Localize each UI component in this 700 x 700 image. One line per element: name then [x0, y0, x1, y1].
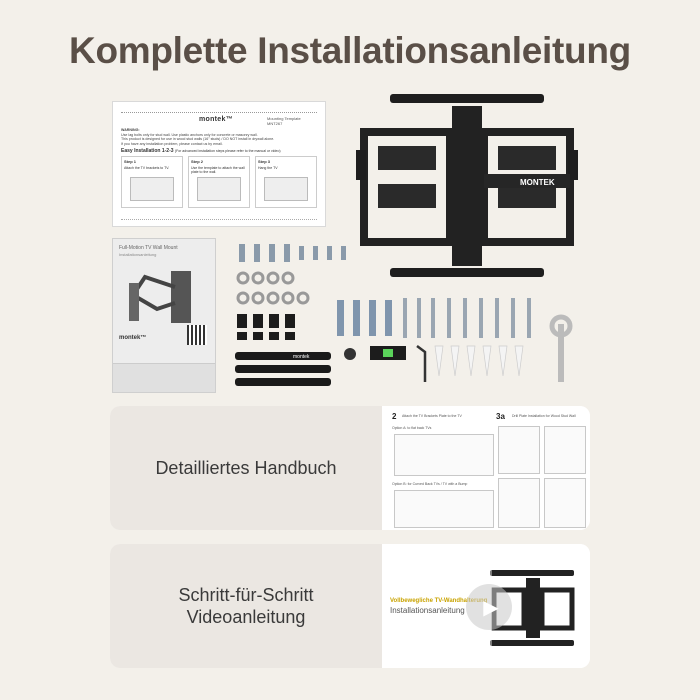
easy-heading: Easy Installation 1-2-3 — [121, 148, 174, 154]
step-text: Use the template to attach the wall plat… — [191, 166, 245, 174]
step-illustration — [264, 177, 308, 201]
manual-logo: montek™ — [119, 335, 147, 341]
diagram-option-a: Option A: to flat back TVs — [392, 426, 432, 430]
manual-feature-card: Detailliertes Handbuch 2 Attach the TV B… — [110, 406, 590, 530]
video-feature-label: Schritt-für-Schritt Videoanleitung — [178, 584, 313, 628]
manual-feature-label-panel: Detailliertes Handbuch — [110, 406, 382, 530]
video-feature-label-line1: Schritt-für-Schritt — [178, 585, 314, 605]
diagram-step-3-figure-1 — [498, 426, 540, 474]
template-label: Mounting Template — [267, 116, 301, 121]
manual-feature-label: Detailliertes Handbuch — [155, 458, 337, 478]
bracket-logo: MONTEK — [520, 178, 555, 187]
manual-title: Full-Motion TV Wall Mount — [119, 245, 178, 251]
page-title: Komplette Installationsanleitung — [69, 30, 631, 71]
video-feature-card: Schritt-für-Schritt Videoanleitung Vollb… — [110, 544, 590, 668]
diagram-step-3-figure-4 — [544, 478, 586, 528]
template-logo: montek™ — [199, 116, 233, 123]
mounting-template-sheet: montek™ Mounting Template MNT267 WARNING… — [112, 101, 326, 227]
tv-mount-bracket: MONTEK — [356, 94, 578, 277]
video-title: Vollbewegliche TV-Wandhalterung — [390, 598, 488, 604]
diagram-step-3-caption: Drill Plate Installation for Wood Stud W… — [512, 414, 576, 418]
template-ruler — [121, 112, 317, 117]
step-illustration — [130, 177, 174, 201]
template-step-1: Step 1 Attach the TV brackets to TV. — [121, 156, 183, 208]
diagram-step-2-caption: Attach the TV Brackets Plate to the TV — [402, 414, 462, 418]
diagram-step-2-figure-a — [394, 434, 494, 476]
play-icon: ▶ — [483, 596, 499, 619]
video-feature-label-line2: Videoanleitung — [186, 607, 306, 627]
diagram-step-2-figure-b — [394, 490, 494, 528]
easy-note: (For advanced installation steps please … — [174, 149, 281, 153]
template-bottom-ruler — [121, 219, 317, 220]
template-code: MNT267 — [267, 121, 283, 126]
strap-label: montek — [293, 354, 310, 360]
manual-footer — [113, 363, 215, 392]
hardware-kit: montek — [235, 244, 573, 386]
warning-heading: WARNING: — [121, 128, 140, 132]
step-illustration — [197, 177, 241, 201]
diagram-step-3-figure-3 — [498, 478, 540, 528]
step-text: Attach the TV brackets to TV. — [124, 166, 170, 170]
step-text: Hang the TV — [258, 166, 278, 170]
manual-subtitle: Installationsanleitung — [119, 252, 157, 257]
step-label: Step 2 — [191, 159, 204, 164]
diagram-step-3-figure-2 — [544, 426, 586, 474]
manual-mount-illustration — [129, 271, 191, 323]
warning-line: If you have any installation problem, pl… — [121, 141, 223, 146]
easy-installation-heading: Easy Installation 1-2-3 (For advanced in… — [121, 148, 281, 154]
manual-diagram-panel: 2 Attach the TV Brackets Plate to the TV… — [382, 406, 590, 530]
video-feature-label-panel: Schritt-für-Schritt Videoanleitung — [110, 544, 382, 668]
video-preview-panel[interactable]: Vollbewegliche TV-Wandhalterung Installa… — [382, 544, 590, 668]
template-title: Mounting Template MNT267 — [267, 116, 301, 126]
diagram-step-3-number: 3a — [496, 412, 505, 421]
qr-code — [187, 325, 207, 345]
step-label: Step 3 — [258, 159, 271, 164]
step-label: Step 1 — [124, 159, 137, 164]
warning-line: This product is designed for use in wood… — [121, 137, 275, 141]
manual-booklet: Full-Motion TV Wall Mount Installationsa… — [112, 238, 216, 393]
diagram-step-2-number: 2 — [392, 412, 397, 421]
diagram-option-b: Option B: for Curved Back TVs / TV with … — [392, 482, 468, 486]
template-warning: WARNING: Use lag bolts only for stud wal… — [121, 128, 317, 146]
video-subtitle: Installationsanleitung — [390, 606, 465, 615]
warning-line: Use lag bolts only for stud wall. Use pl… — [121, 132, 258, 137]
template-step-2: Step 2 Use the template to attach the wa… — [188, 156, 250, 208]
play-button[interactable]: ▶ — [466, 584, 512, 630]
template-step-3: Step 3 Hang the TV — [255, 156, 317, 208]
